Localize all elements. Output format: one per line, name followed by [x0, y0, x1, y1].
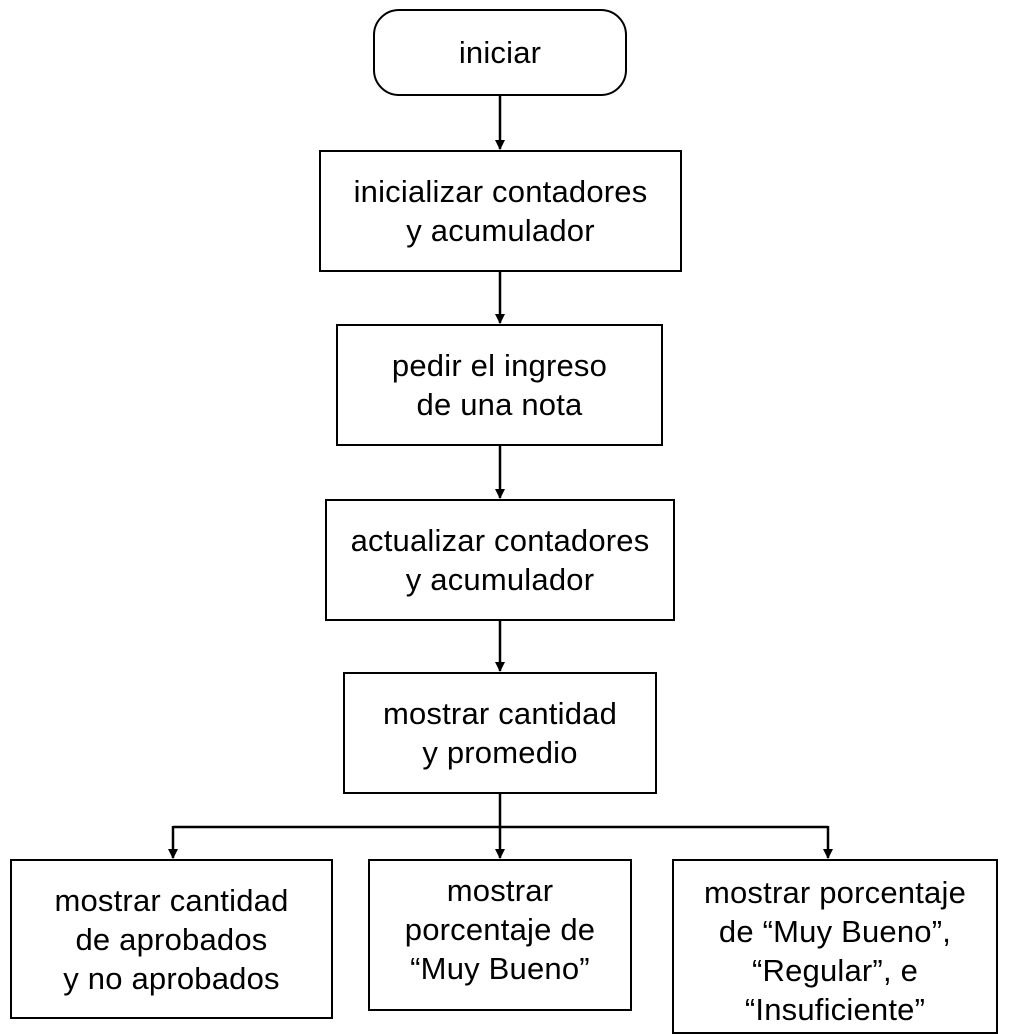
start-node-label: iniciar [458, 35, 542, 70]
show-count-average-label: mostrar cantidad y promedio [382, 696, 618, 770]
initialize-counters-node: inicializar contadores y acumulador [319, 150, 682, 272]
update-counters-node: actualizar contadores y acumulador [325, 499, 675, 621]
update-counters-label: actualizar contadores y acumulador [350, 523, 650, 597]
start-terminal-node: iniciar [373, 9, 627, 96]
show-count-average-node: mostrar cantidad y promedio [343, 672, 657, 794]
show-grade-percentages-node: mostrar porcentaje de “Muy Bueno”, “Regu… [672, 859, 998, 1034]
show-very-good-percentage-node: mostrar porcentaje de “Muy Bueno” [368, 859, 632, 1011]
show-approved-count-node: mostrar cantidad de aprobados y no aprob… [10, 859, 333, 1019]
initialize-counters-label: inicializar contadores y acumulador [353, 174, 648, 248]
show-very-good-percentage-label: mostrar porcentaje de “Muy Bueno” [404, 873, 596, 986]
request-grade-label: pedir el ingreso de una nota [391, 348, 608, 422]
show-approved-count-label: mostrar cantidad de aprobados y no aprob… [54, 882, 289, 996]
show-grade-percentages-label: mostrar porcentaje de “Muy Bueno”, “Regu… [703, 875, 967, 1027]
request-grade-node: pedir el ingreso de una nota [336, 324, 663, 446]
